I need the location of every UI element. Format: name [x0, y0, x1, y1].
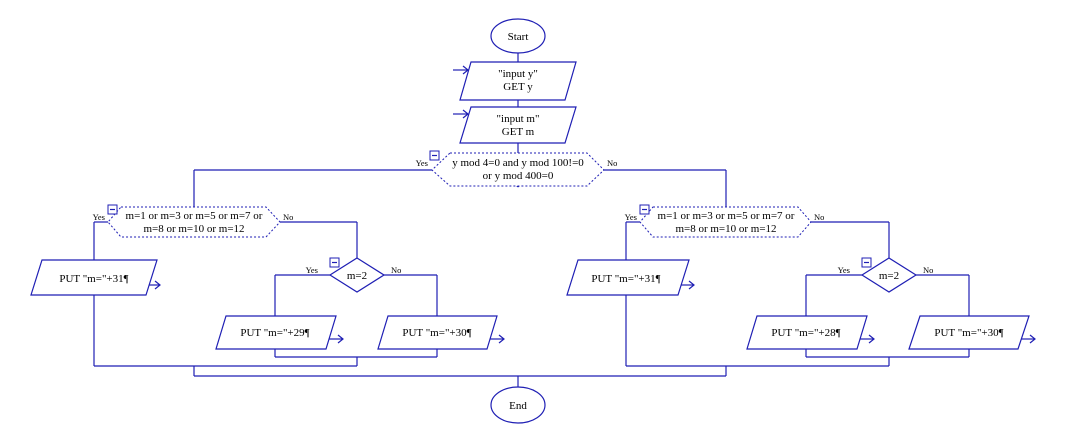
input-y-block[interactable]: "input y" GET y — [459, 61, 577, 101]
start-label: Start — [508, 31, 529, 43]
start-terminal[interactable]: Start — [490, 18, 546, 54]
collapse-toggle[interactable] — [429, 150, 440, 161]
yes-label: Yes — [306, 265, 318, 275]
input-y-get: GET y — [503, 81, 533, 93]
left-put31-label: PUT "m="+31¶ — [59, 273, 128, 285]
arrow-icon — [329, 334, 344, 344]
no-label: No — [283, 212, 293, 222]
flow-arrows — [146, 65, 1036, 344]
leap-year-decision[interactable]: y mod 4=0 and y mod 100!=0 or y mod 400=… — [431, 152, 605, 187]
leap-condition-line2: or y mod 400=0 — [483, 170, 554, 182]
collapse-toggle[interactable] — [329, 257, 340, 268]
input-m-block[interactable]: "input m" GET m — [459, 106, 577, 144]
input-m-get: GET m — [502, 126, 535, 138]
right-put30-block[interactable]: PUT "m="+30¶ — [908, 315, 1030, 350]
arrow-icon — [1021, 334, 1036, 344]
left-put30-block[interactable]: PUT "m="+30¶ — [377, 315, 498, 350]
arrow-icon — [860, 334, 875, 344]
right-feb-condition: m=2 — [879, 270, 899, 282]
left-put29-label: PUT "m="+29¶ — [240, 327, 309, 339]
left-month31-line2: m=8 or m=10 or m=12 — [143, 223, 244, 235]
yes-label: Yes — [625, 212, 637, 222]
right-put30-label: PUT "m="+30¶ — [934, 327, 1003, 339]
right-put31-label: PUT "m="+31¶ — [591, 273, 660, 285]
right-put31-block[interactable]: PUT "m="+31¶ — [566, 259, 690, 296]
left-put31-block[interactable]: PUT "m="+31¶ — [30, 259, 158, 296]
end-terminal[interactable]: End — [490, 386, 546, 424]
left-put29-block[interactable]: PUT "m="+29¶ — [215, 315, 337, 350]
left-feb-decision[interactable]: m=2 — [328, 257, 386, 293]
yes-label: Yes — [838, 265, 850, 275]
collapse-toggle[interactable] — [639, 204, 650, 215]
no-label: No — [391, 265, 401, 275]
no-label: No — [814, 212, 824, 222]
arrow-icon — [680, 280, 695, 290]
input-m-prompt: "input m" — [497, 113, 540, 125]
right-month31-line1: m=1 or m=3 or m=5 or m=7 or — [658, 210, 795, 222]
left-feb-condition: m=2 — [347, 270, 367, 282]
end-label: End — [509, 400, 527, 412]
arrow-icon — [453, 65, 469, 75]
right-month31-decision[interactable]: m=1 or m=3 or m=5 or m=7 or m=8 or m=10 … — [639, 206, 812, 238]
collapse-toggle[interactable] — [861, 257, 872, 268]
left-put30-label: PUT "m="+30¶ — [402, 327, 471, 339]
input-y-prompt: "input y" — [498, 68, 538, 80]
right-put28-label: PUT "m="+28¶ — [771, 327, 840, 339]
yes-label: Yes — [416, 158, 428, 168]
left-month31-decision[interactable]: m=1 or m=3 or m=5 or m=7 or m=8 or m=10 … — [107, 206, 281, 238]
right-feb-decision[interactable]: m=2 — [860, 257, 918, 293]
connector-lines — [93, 52, 970, 387]
leap-condition-line1: y mod 4=0 and y mod 100!=0 — [452, 157, 584, 169]
yes-label: Yes — [93, 212, 105, 222]
left-month31-line1: m=1 or m=3 or m=5 or m=7 or — [126, 210, 263, 222]
arrow-icon — [453, 109, 469, 119]
arrow-icon — [490, 334, 505, 344]
no-label: No — [607, 158, 617, 168]
right-put28-block[interactable]: PUT "m="+28¶ — [746, 315, 868, 350]
no-label: No — [923, 265, 933, 275]
right-month31-line2: m=8 or m=10 or m=12 — [675, 223, 776, 235]
collapse-toggle[interactable] — [107, 204, 118, 215]
